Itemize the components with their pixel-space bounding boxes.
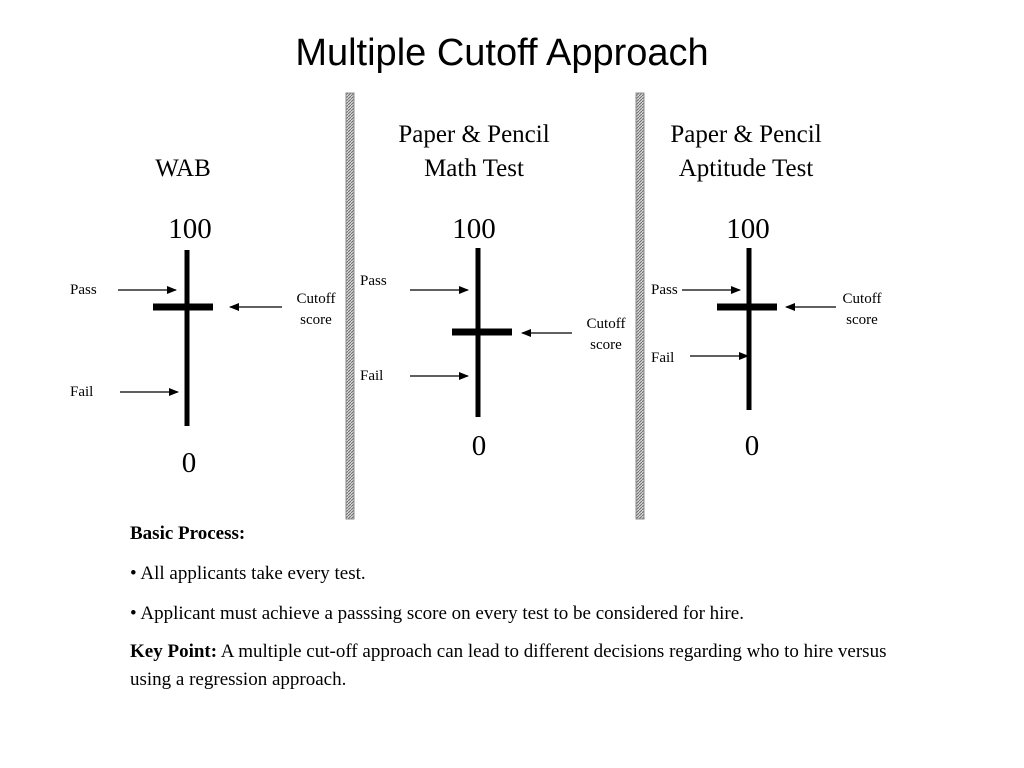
aptitude-title-line1: Paper & Pencil <box>670 121 821 148</box>
aptitude-cutoff-label-2: score <box>846 312 878 328</box>
notes-key-point: Key Point: A multiple cut-off approach c… <box>130 638 890 694</box>
wab-title: WAB <box>155 155 211 182</box>
panel-math-test: Paper & Pencil Math Test 100 0 Pass Fail… <box>360 121 625 462</box>
math-fail-label: Fail <box>360 368 383 384</box>
panel-aptitude-test: Paper & Pencil Aptitude Test 100 0 Pass … <box>651 121 881 462</box>
wab-cutoff-label-2: score <box>300 312 332 328</box>
aptitude-cutoff-label: Cutoff <box>843 291 882 307</box>
notes-heading: Basic Process: <box>130 523 246 544</box>
math-scale-max: 100 <box>452 213 496 245</box>
math-pass-label: Pass <box>360 273 387 289</box>
wab-cutoff-label: Cutoff <box>297 291 336 307</box>
key-point-label: Key Point: <box>130 641 218 662</box>
wab-scale-max: 100 <box>168 213 212 245</box>
slide-title: Multiple Cutoff Approach <box>295 32 709 74</box>
wab-pass-label: Pass <box>70 282 97 298</box>
divider-right <box>635 92 645 520</box>
divider-left <box>345 92 355 520</box>
aptitude-title-line2: Aptitude Test <box>679 155 814 182</box>
math-scale-min: 0 <box>472 430 487 462</box>
math-title-line2: Math Test <box>424 155 524 182</box>
panel-wab: WAB 100 0 Pass Fail Cutoff score <box>70 155 335 479</box>
aptitude-scale-min: 0 <box>745 430 760 462</box>
aptitude-fail-label: Fail <box>651 350 674 366</box>
aptitude-scale-max: 100 <box>726 213 770 245</box>
notes-section: Basic Process: • All applicants take eve… <box>130 520 890 706</box>
notes-bullet-2: • Applicant must achieve a passsing scor… <box>130 603 744 624</box>
aptitude-pass-label: Pass <box>651 282 678 298</box>
wab-fail-label: Fail <box>70 384 93 400</box>
math-cutoff-label: Cutoff <box>587 316 626 332</box>
key-point-text: A multiple cut-off approach can lead to … <box>130 641 887 690</box>
math-title-line1: Paper & Pencil <box>398 121 549 148</box>
math-cutoff-label-2: score <box>590 337 622 353</box>
wab-scale-min: 0 <box>182 447 197 479</box>
notes-bullet-1: • All applicants take every test. <box>130 563 366 584</box>
